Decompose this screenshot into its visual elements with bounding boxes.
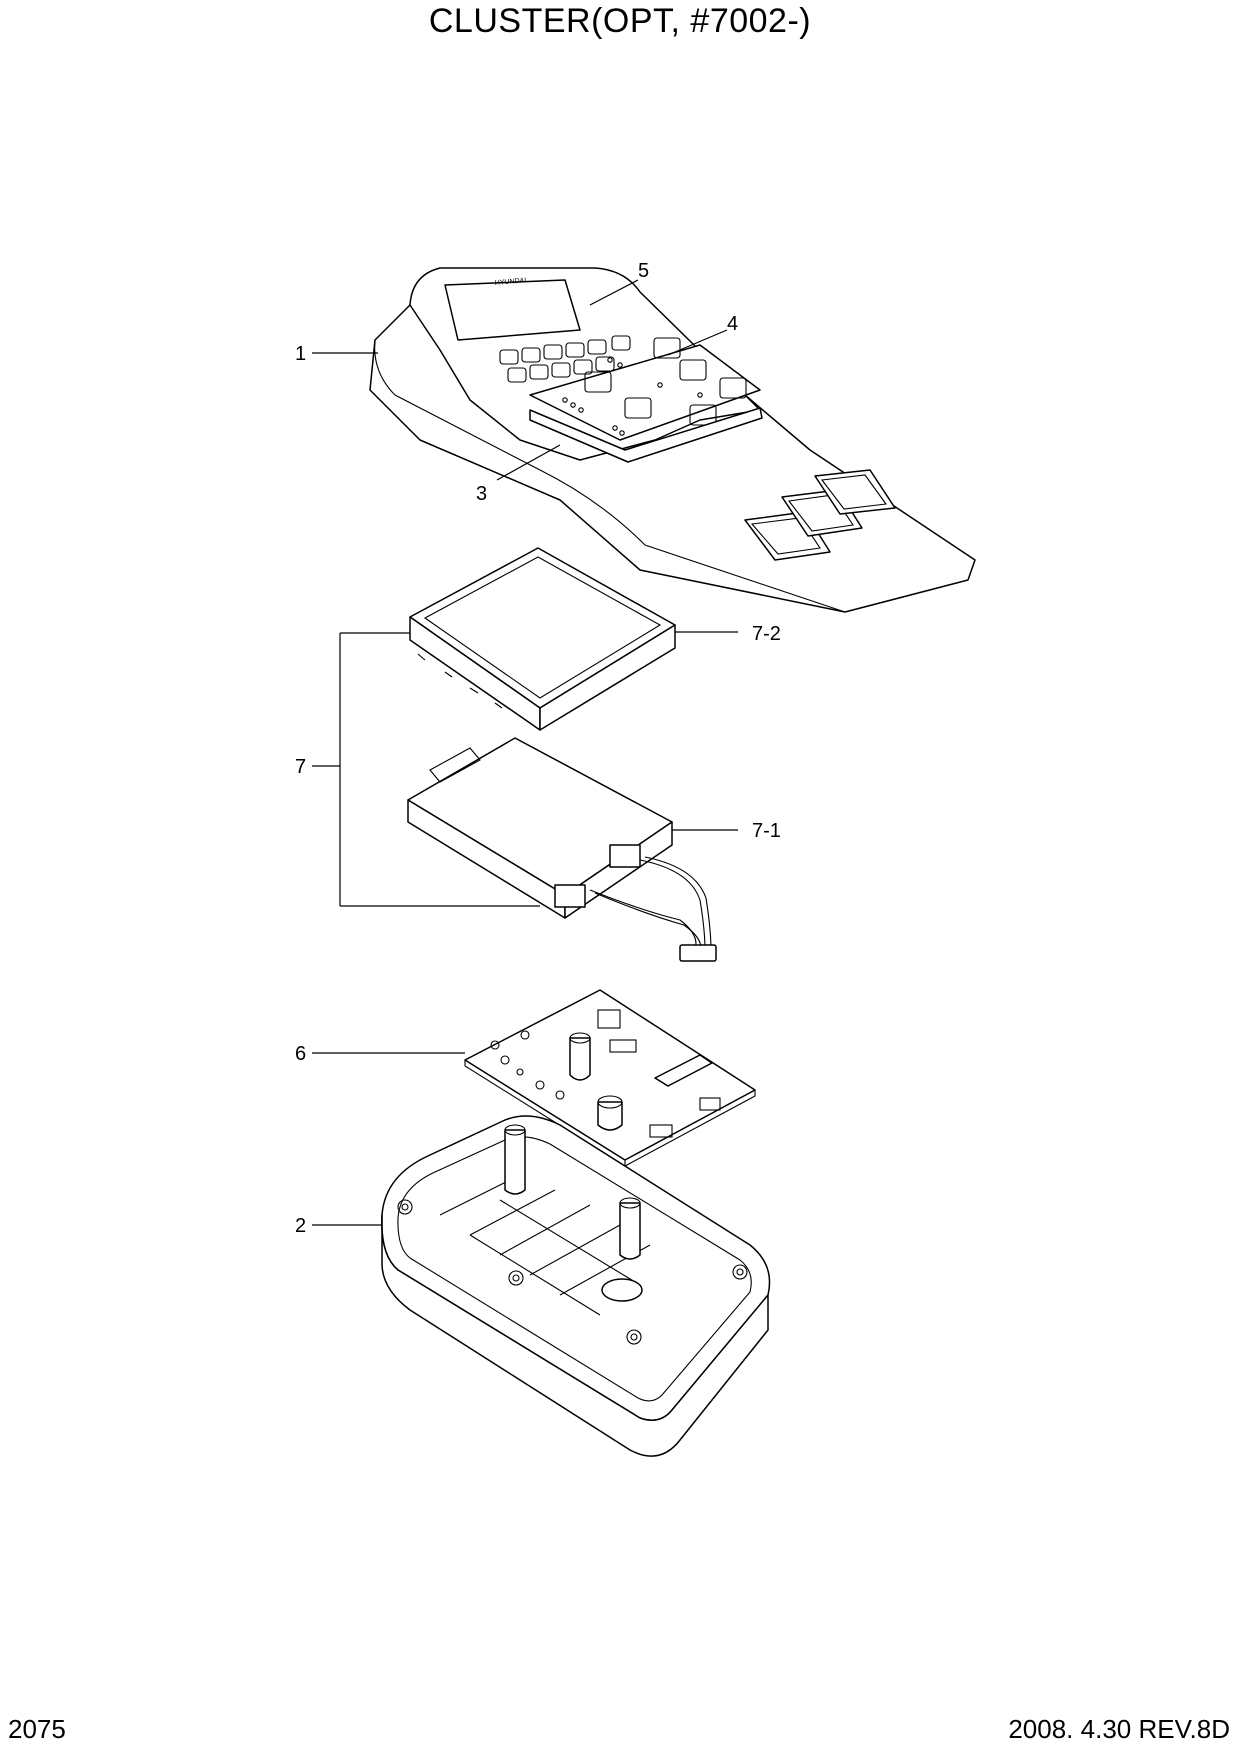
svg-text:HYUNDAI: HYUNDAI: [495, 277, 527, 287]
keypad-buttons-part-5: [499, 335, 631, 383]
page-title: CLUSTER(OPT, #7002-): [428, 2, 812, 40]
callout-5: 5: [638, 260, 649, 282]
revision-date: 2008. 4.30 REV.8D: [1008, 1714, 1230, 1744]
callout-4: 4: [727, 313, 738, 335]
page-number: 2075: [8, 1714, 66, 1744]
bottom-housing-part-2: [381, 1115, 771, 1457]
leader-lines: [312, 279, 738, 1226]
callout-7-2: 7-2: [752, 623, 781, 645]
callout-7: 7: [295, 756, 306, 778]
switch-cutouts: [744, 469, 896, 561]
switch-panel-part-4: [529, 337, 761, 441]
callout-7-1: 7-1: [752, 820, 781, 842]
callout-2: 2: [295, 1215, 306, 1237]
lcd-module-part-7-1: [407, 737, 717, 962]
bezel-part-3: [529, 407, 763, 463]
callout-labels: 1 5 4 3 7-2 7 7-1 6 2: [295, 260, 781, 1237]
case-frame-part-7-2: [409, 547, 676, 731]
cluster-cover-part-1: HYUNDAI: [369, 267, 976, 613]
callout-1: 1: [295, 343, 306, 365]
pcb-part-6: [464, 989, 756, 1167]
callout-6: 6: [295, 1043, 306, 1065]
callout-3: 3: [476, 483, 487, 505]
